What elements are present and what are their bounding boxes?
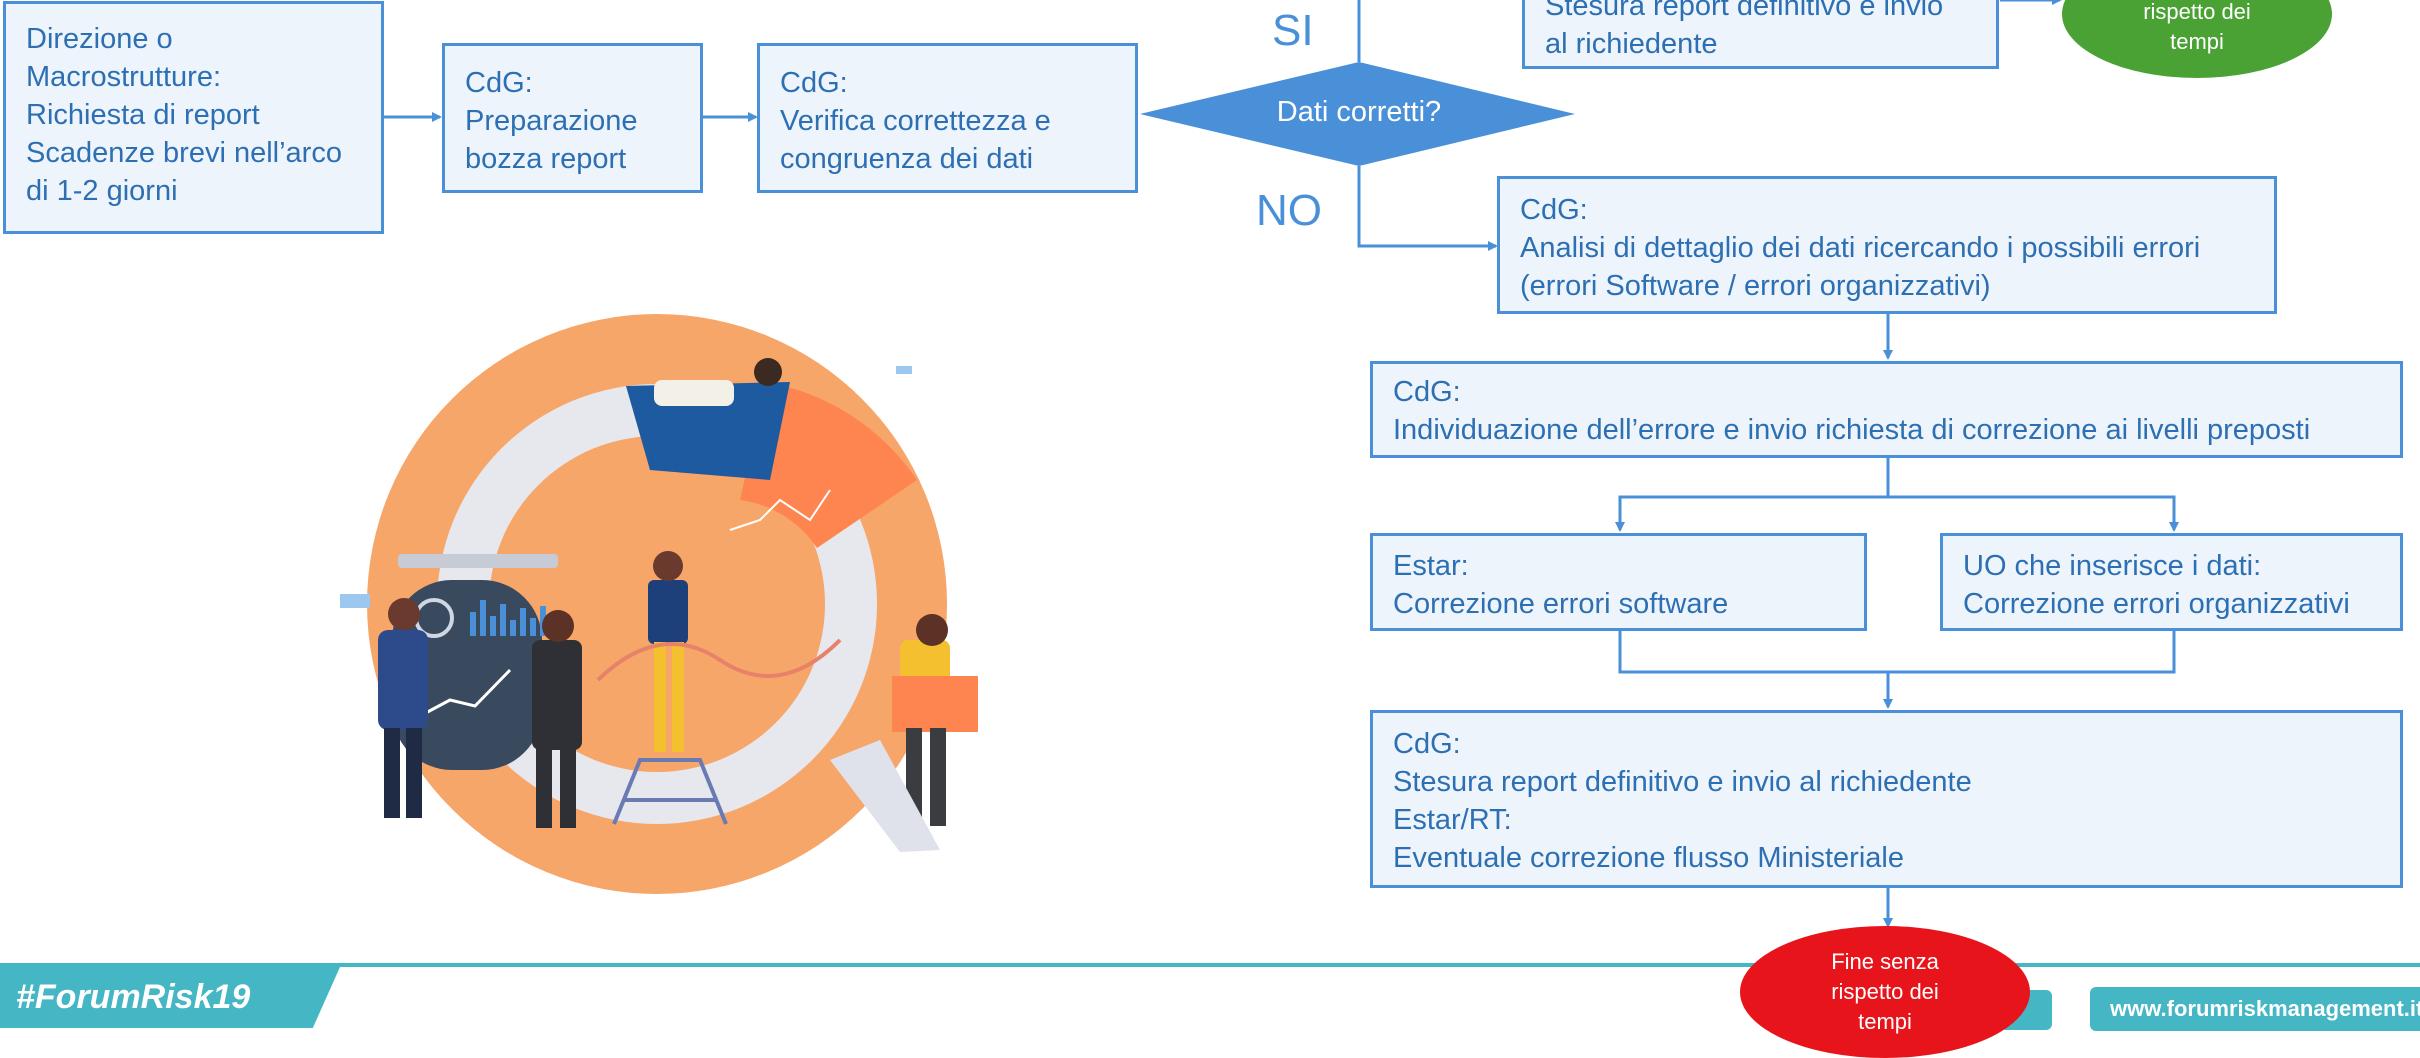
footer-divider: [0, 963, 2420, 967]
verify-line: congruenza dei dati: [780, 143, 1034, 175]
analysis-line: Analisi di dettaglio dei dati ricercando…: [1520, 232, 2201, 264]
estar-box: Estar: Correzione errori software: [1370, 533, 1867, 631]
footer-hashtag: #ForumRisk19: [0, 967, 340, 1028]
analysis-line: (errori Software / errori organizzativi): [1520, 270, 1991, 302]
decision-label: Dati corretti?: [1276, 96, 1442, 128]
final-line: Eventuale correzione flusso Ministeriale: [1393, 842, 1904, 874]
end-line: rispetto dei: [1831, 979, 1939, 1004]
start-line: Direzione o: [26, 23, 173, 55]
verify-line: CdG:: [780, 67, 848, 99]
start-line: Macrostrutture:: [26, 61, 221, 93]
draft-box: CdG: Preparazione bozza report: [442, 43, 703, 193]
uo-box: UO che inserisce i dati: Correzione erro…: [1940, 533, 2403, 631]
decision-shape: [1140, 62, 1575, 166]
arrow-identify-split: [1615, 457, 1890, 532]
top-report-line: al richiedente: [1545, 28, 1718, 60]
draft-line: bozza report: [465, 143, 627, 175]
start-box: Direzione o Macrostrutture: Richiesta di…: [3, 1, 384, 234]
analysis-box: CdG: Analisi di dettaglio dei dati ricer…: [1497, 176, 2277, 314]
end-line: tempi: [1858, 1009, 1912, 1034]
analysis-line: CdG:: [1520, 194, 1588, 226]
draft-line: Preparazione: [465, 105, 638, 137]
identify-line: CdG:: [1393, 376, 1461, 408]
end-ellipse: Fine senza rispetto dei tempi: [1740, 926, 2030, 1058]
team-analytics-illustration: [340, 314, 978, 894]
top-report-box: Stesura report definitivo e invio al ric…: [1522, 0, 1999, 69]
start-line: Scadenze brevi nell’arco: [26, 137, 342, 169]
on-time-line: rispetto dei: [2143, 0, 2251, 24]
no-label: NO: [1256, 186, 1322, 235]
end-line: Fine senza: [1831, 949, 1939, 974]
identify-line: Individuazione dell’errore e invio richi…: [1393, 414, 2311, 446]
final-line: Estar/RT:: [1393, 804, 1512, 836]
top-report-line: Stesura report definitivo e invio: [1545, 0, 1944, 22]
verify-box: CdG: Verifica correttezza e congruenza d…: [757, 43, 1138, 193]
identify-box: CdG: Individuazione dell’errore e invio …: [1370, 361, 2403, 458]
on-time-line: tempi: [2170, 29, 2224, 54]
yes-label: SI: [1272, 6, 1314, 55]
final-line: CdG:: [1393, 728, 1461, 760]
start-line: di 1-2 giorni: [26, 175, 178, 207]
final-box: CdG: Stesura report definitivo e invio a…: [1370, 710, 2403, 888]
arrow-merge: [1618, 630, 2176, 674]
footer-website-link[interactable]: www.forumriskmanagement.it: [2090, 987, 2420, 1031]
final-line: Stesura report definitivo e invio al ric…: [1393, 766, 1972, 798]
arrow-no-branch: [1357, 166, 1498, 251]
estar-line: Estar:: [1393, 550, 1469, 582]
draft-line: CdG:: [465, 67, 533, 99]
uo-line: Correzione errori organizzativi: [1963, 588, 2350, 620]
verify-line: Verifica correttezza e: [780, 105, 1051, 137]
start-line: Richiesta di report: [26, 99, 260, 131]
arrow-identify-split-right: [1888, 495, 2179, 532]
uo-line: UO che inserisce i dati:: [1963, 550, 2262, 582]
estar-line: Correzione errori software: [1393, 588, 1729, 620]
